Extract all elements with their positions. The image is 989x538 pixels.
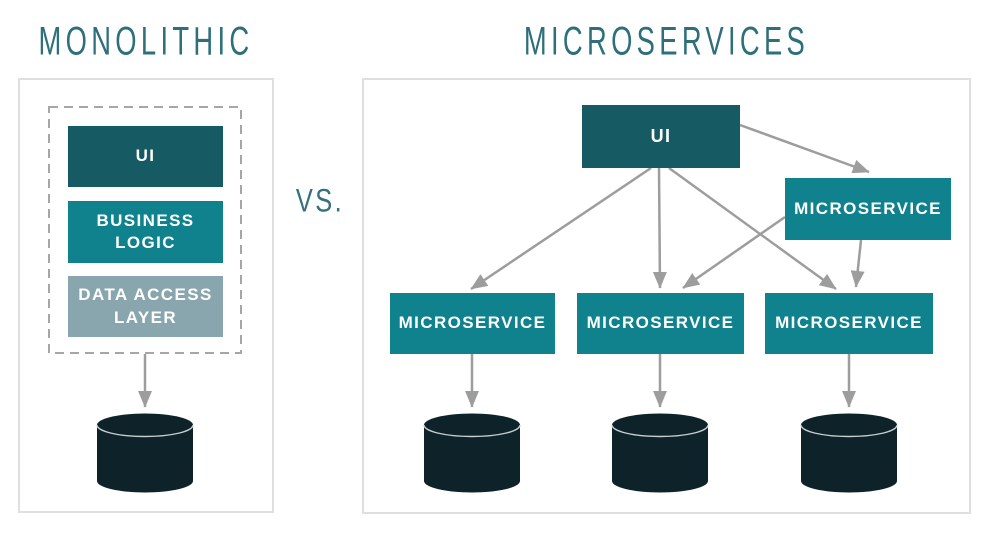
- microservices-ui-node: UI: [582, 105, 740, 168]
- microservices-title: MICROSERVICES: [523, 19, 810, 64]
- microservice-node-3: MICROSERVICE: [765, 293, 933, 354]
- monolith-ui-layer: UI: [68, 126, 223, 187]
- arrow-ui-to-microservice-2: [652, 167, 667, 289]
- monolith-business-logic-layer: BUSINESS LOGIC: [68, 201, 223, 263]
- microservice-node-1: MICROSERVICE: [390, 293, 555, 354]
- database-icon: [611, 413, 709, 493]
- monolith-data-access-layer: DATA ACCESS LAYER: [68, 276, 223, 337]
- database-icon: [96, 413, 194, 493]
- monolith-boundary: [48, 106, 242, 354]
- arrow-gateway-to-microservice-2: [682, 215, 786, 290]
- arrow-ui-to-microservice-1: [470, 166, 652, 291]
- arrow-gateway-to-microservice-3: [850, 239, 865, 288]
- arrow-ui-to-microservice-3: [668, 166, 837, 291]
- versus-label: VS.: [295, 182, 345, 219]
- database-icon: [423, 413, 521, 493]
- monolithic-title: MONOLITHIC: [38, 19, 254, 64]
- microservice-node-2: MICROSERVICE: [577, 293, 744, 354]
- gateway-microservice-node: MICROSERVICE: [785, 178, 951, 240]
- database-icon: [800, 413, 898, 493]
- arrow-ui-to-gateway: [739, 123, 870, 174]
